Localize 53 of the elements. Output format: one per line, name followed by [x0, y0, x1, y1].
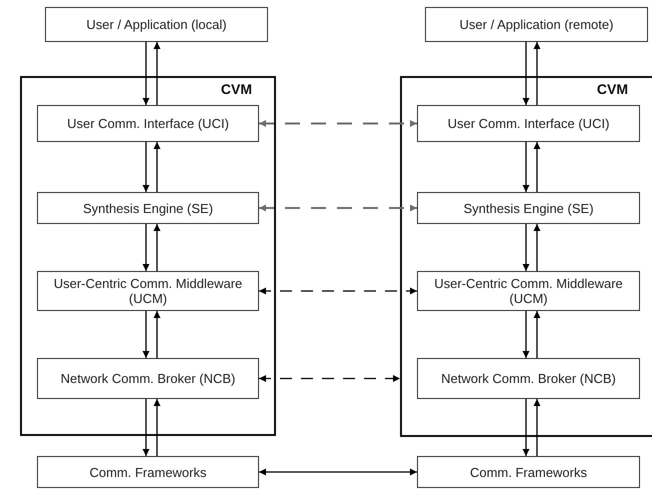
box-label: Synthesis Engine (SE): [82, 200, 214, 216]
arrow: [522, 142, 530, 192]
dashed-arrow: [259, 375, 400, 382]
arrow: [522, 399, 530, 456]
arrow: [142, 399, 150, 456]
box-label: Comm. Frameworks: [88, 464, 208, 480]
box-label: Synthesis Engine (SE): [462, 200, 595, 216]
arrow: [142, 142, 150, 192]
arrow: [142, 311, 150, 358]
container-title: CVM: [220, 82, 252, 97]
arrow: [522, 224, 530, 271]
arrow: [154, 142, 160, 192]
arrow: [259, 468, 417, 476]
box-label: User Comm. Interface (UCI): [446, 116, 610, 131]
box-label: Comm. Frameworks: [468, 464, 588, 480]
dashed-arrow: [259, 120, 417, 127]
arrow: [154, 399, 160, 456]
arrow: [142, 224, 150, 271]
component-box: [425, 7, 648, 42]
container-box: [20, 76, 276, 436]
component-box: [417, 271, 640, 311]
component-box: [37, 105, 259, 142]
container-title: CVM: [596, 82, 628, 97]
component-box: [37, 271, 259, 311]
component-box: [37, 358, 259, 399]
arrow: [534, 311, 540, 358]
box-label: Network Comm. Broker (NCB): [440, 371, 617, 386]
box-label: User / Application (local): [85, 17, 228, 32]
box-label: User Comm. Interface (UCI): [66, 116, 230, 131]
arrow: [154, 42, 160, 105]
box-label: User / Application (remote): [458, 17, 614, 32]
component-box: [417, 192, 640, 224]
arrow: [534, 42, 540, 105]
component-box: [417, 456, 640, 488]
component-box: [417, 358, 640, 399]
arrow: [534, 142, 540, 192]
component-box: [37, 456, 259, 488]
arrow: [154, 224, 160, 271]
box-label: User-Centric Comm. Middleware (UCM): [52, 276, 244, 306]
arrow: [522, 42, 530, 105]
arrow: [522, 311, 530, 358]
container-box: [400, 76, 652, 437]
dashed-arrow: [259, 288, 417, 294]
box-label: Network Comm. Broker (NCB): [60, 371, 236, 386]
component-box: [37, 192, 259, 224]
arrow: [142, 42, 150, 105]
arrow: [534, 399, 540, 456]
dashed-arrow: [259, 204, 417, 212]
component-box: [417, 105, 640, 142]
arrow: [534, 224, 540, 271]
box-label: User-Centric Comm. Middleware (UCM): [433, 276, 624, 306]
arrow: [154, 311, 160, 358]
component-box: [45, 7, 268, 42]
